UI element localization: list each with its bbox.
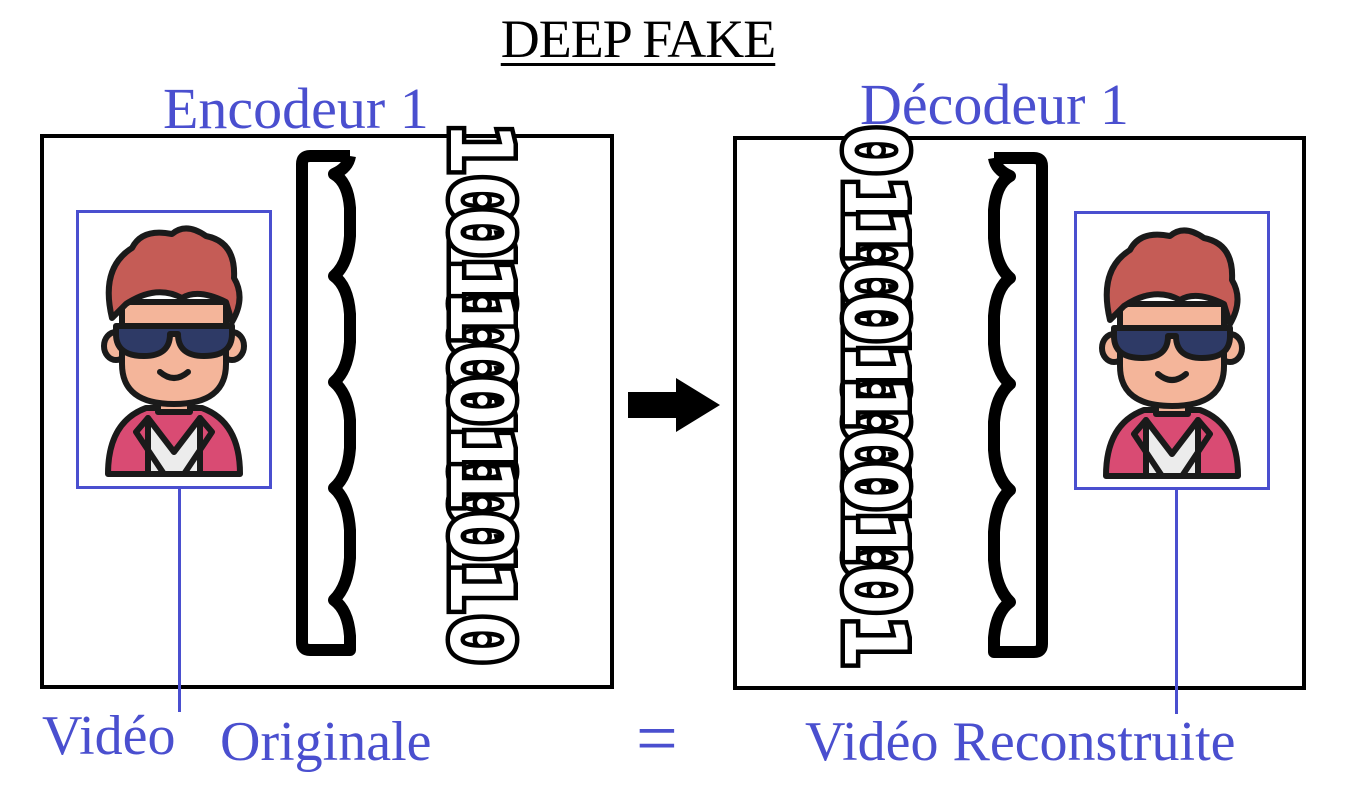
encoder-bit-row-4: 1010	[430, 458, 530, 665]
avatar-icon	[101, 225, 247, 477]
decoder-label: Décodeur 1	[860, 72, 1129, 137]
reconstructed-leader-line	[1175, 489, 1178, 714]
original-video-label-word2: Originale	[220, 711, 432, 773]
encoder-bit-row-3: 0101	[430, 374, 530, 581]
avatar-icon	[1099, 227, 1245, 479]
original-leader-line	[178, 488, 181, 712]
reconstructed-video-frame	[1074, 211, 1270, 490]
decoder-bit-row-4: 0101	[824, 460, 924, 667]
equals-sign: =	[636, 698, 678, 780]
decoder-bit-row-3: 1010	[824, 376, 924, 583]
decoder-bit-row-2: 0101	[824, 292, 924, 499]
decoder-bit-row-1: 1010	[824, 208, 924, 415]
encoder-label: Encodeur 1	[163, 76, 429, 141]
encoder-bit-row-2: 1010	[430, 290, 530, 497]
diagram-title: DEEP FAKE	[500, 9, 777, 69]
arrow-right-icon	[628, 378, 720, 432]
decoder-bit-row-0: 0101	[824, 124, 924, 331]
encoder-bit-row-0: 1010	[430, 122, 530, 329]
original-video-frame	[76, 210, 272, 489]
encoder-bracket	[296, 150, 356, 656]
reconstructed-video-label: Vidéo Reconstruite	[805, 711, 1236, 773]
original-video-label-word1: Vidéo	[42, 705, 176, 767]
decoder-bracket	[988, 152, 1048, 658]
encoder-bit-row-1: 0101	[430, 206, 530, 413]
